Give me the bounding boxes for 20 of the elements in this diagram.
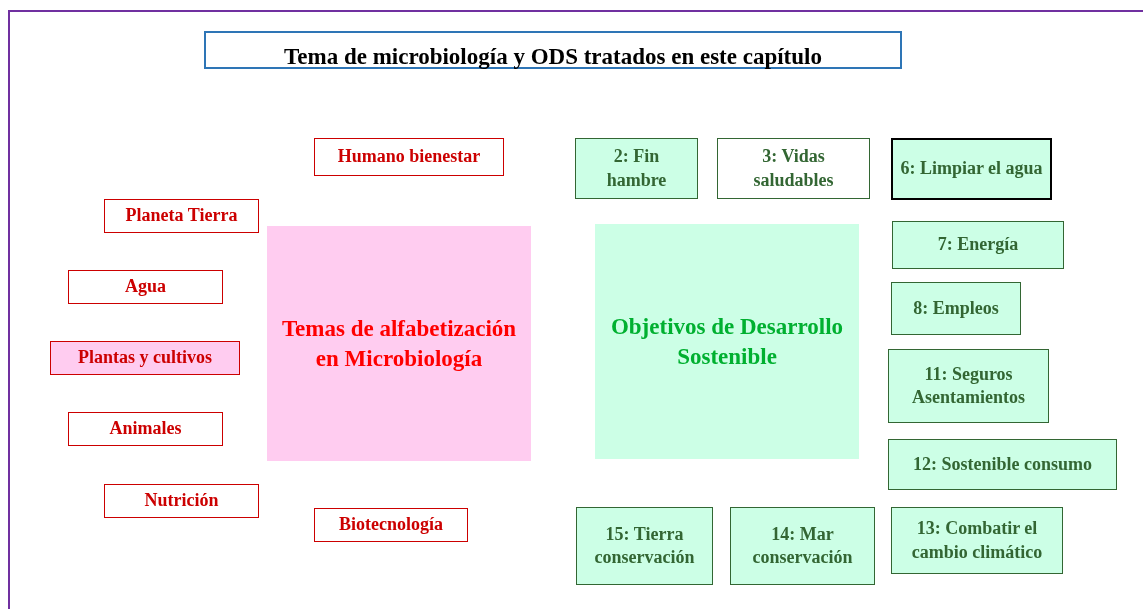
goal-box: 2: Fin hambre bbox=[575, 138, 698, 199]
central-goal-box: Objetivos de Desarrollo Sostenible bbox=[595, 224, 859, 459]
central-topic-box: Temas de alfabetización en Microbiología bbox=[267, 226, 531, 461]
topic-box: Agua bbox=[68, 270, 223, 304]
topic-box: Humano bienestar bbox=[314, 138, 504, 176]
goal-box: 8: Empleos bbox=[891, 282, 1021, 335]
goal-box: 14: Mar conservación bbox=[730, 507, 875, 585]
goal-box: 15: Tierra conservación bbox=[576, 507, 713, 585]
goal-box: 11: Seguros Asentamientos bbox=[888, 349, 1049, 423]
topic-box: Nutrición bbox=[104, 484, 259, 518]
topic-box: Animales bbox=[68, 412, 223, 446]
title: Tema de microbiología y ODS tratados en este capítulo bbox=[204, 31, 902, 69]
topic-box: Planeta Tierra bbox=[104, 199, 259, 233]
goal-box: 12: Sostenible consumo bbox=[888, 439, 1117, 490]
topic-box: Biotecnología bbox=[314, 508, 468, 542]
topic-box: Plantas y cultivos bbox=[50, 341, 240, 375]
goal-box: 3: Vidas saludables bbox=[717, 138, 870, 199]
goal-box: 7: Energía bbox=[892, 221, 1064, 269]
goal-box: 13: Combatir el cambio climático bbox=[891, 507, 1063, 574]
goal-box: 6: Limpiar el agua bbox=[891, 138, 1052, 200]
